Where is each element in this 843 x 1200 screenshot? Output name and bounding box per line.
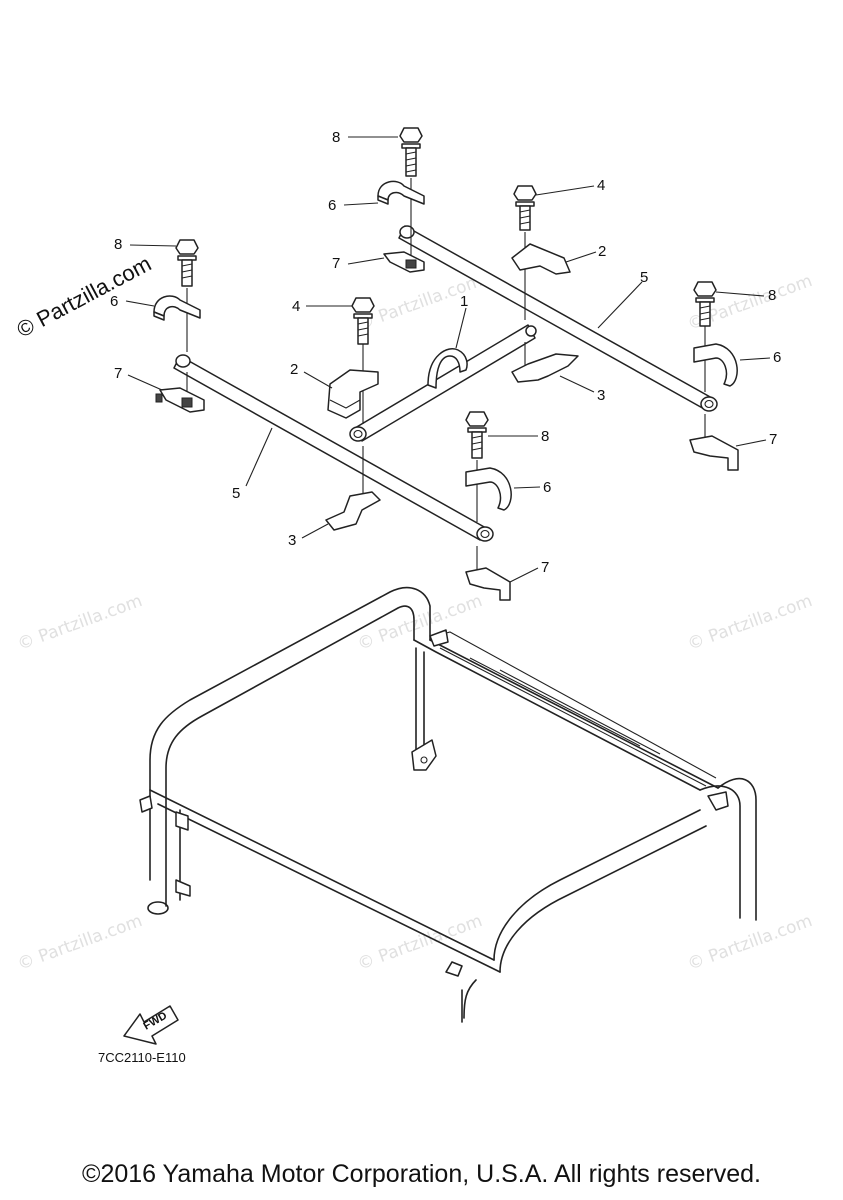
watermark-tile: © Partzilla.com [355,911,485,975]
hardware-group-rc [511,185,579,383]
fwd-arrow-icon: FWD [123,1005,179,1045]
callout-7: 7 [541,559,549,576]
callout-5: 5 [640,269,648,286]
hardware-group-lr [465,411,512,601]
callout-7: 7 [769,431,777,448]
callout-6: 6 [773,349,781,366]
watermark-tile: © Partzilla.com [685,911,815,975]
callouts: 8 6 7 4 2 5 8 6 7 3 1 4 2 8 6 7 5 [110,129,781,583]
callout-4: 4 [597,177,605,194]
hardware-group-tl [377,127,425,273]
plate-left [325,446,381,531]
callout-7: 7 [332,255,340,272]
watermark-tiles: © Partzilla.com © Partzilla.com © Partzi… [15,271,815,975]
watermark-tile: © Partzilla.com [15,591,145,655]
callout-8: 8 [768,287,776,304]
callout-1: 1 [460,293,468,310]
callout-6: 6 [110,293,118,310]
callout-6: 6 [328,197,336,214]
callout-5: 5 [232,485,240,502]
watermark-tile: © Partzilla.com [685,591,815,655]
callout-4: 4 [292,298,300,315]
hardware-group-c [327,297,379,424]
callout-2: 2 [598,243,606,260]
callout-3: 3 [597,387,605,404]
copyright-notice: ©2016 Yamaha Motor Corporation, U.S.A. A… [82,1160,761,1188]
hardware-group-l [153,239,205,413]
hardware-group-r [689,281,739,471]
callout-7: 7 [114,365,122,382]
callout-6: 6 [543,479,551,496]
rail-left [173,354,494,542]
callout-8: 8 [541,428,549,445]
rops-frame [139,586,757,1023]
callout-3: 3 [288,532,296,549]
watermark-main: © Partzilla.com [13,251,156,343]
watermark-tile: © Partzilla.com [15,911,145,975]
diagram-code: 7CC2110-E110 [98,1050,186,1065]
callout-8: 8 [114,236,122,253]
callout-2: 2 [290,361,298,378]
cross-bar [349,324,537,442]
callout-8: 8 [332,129,340,146]
